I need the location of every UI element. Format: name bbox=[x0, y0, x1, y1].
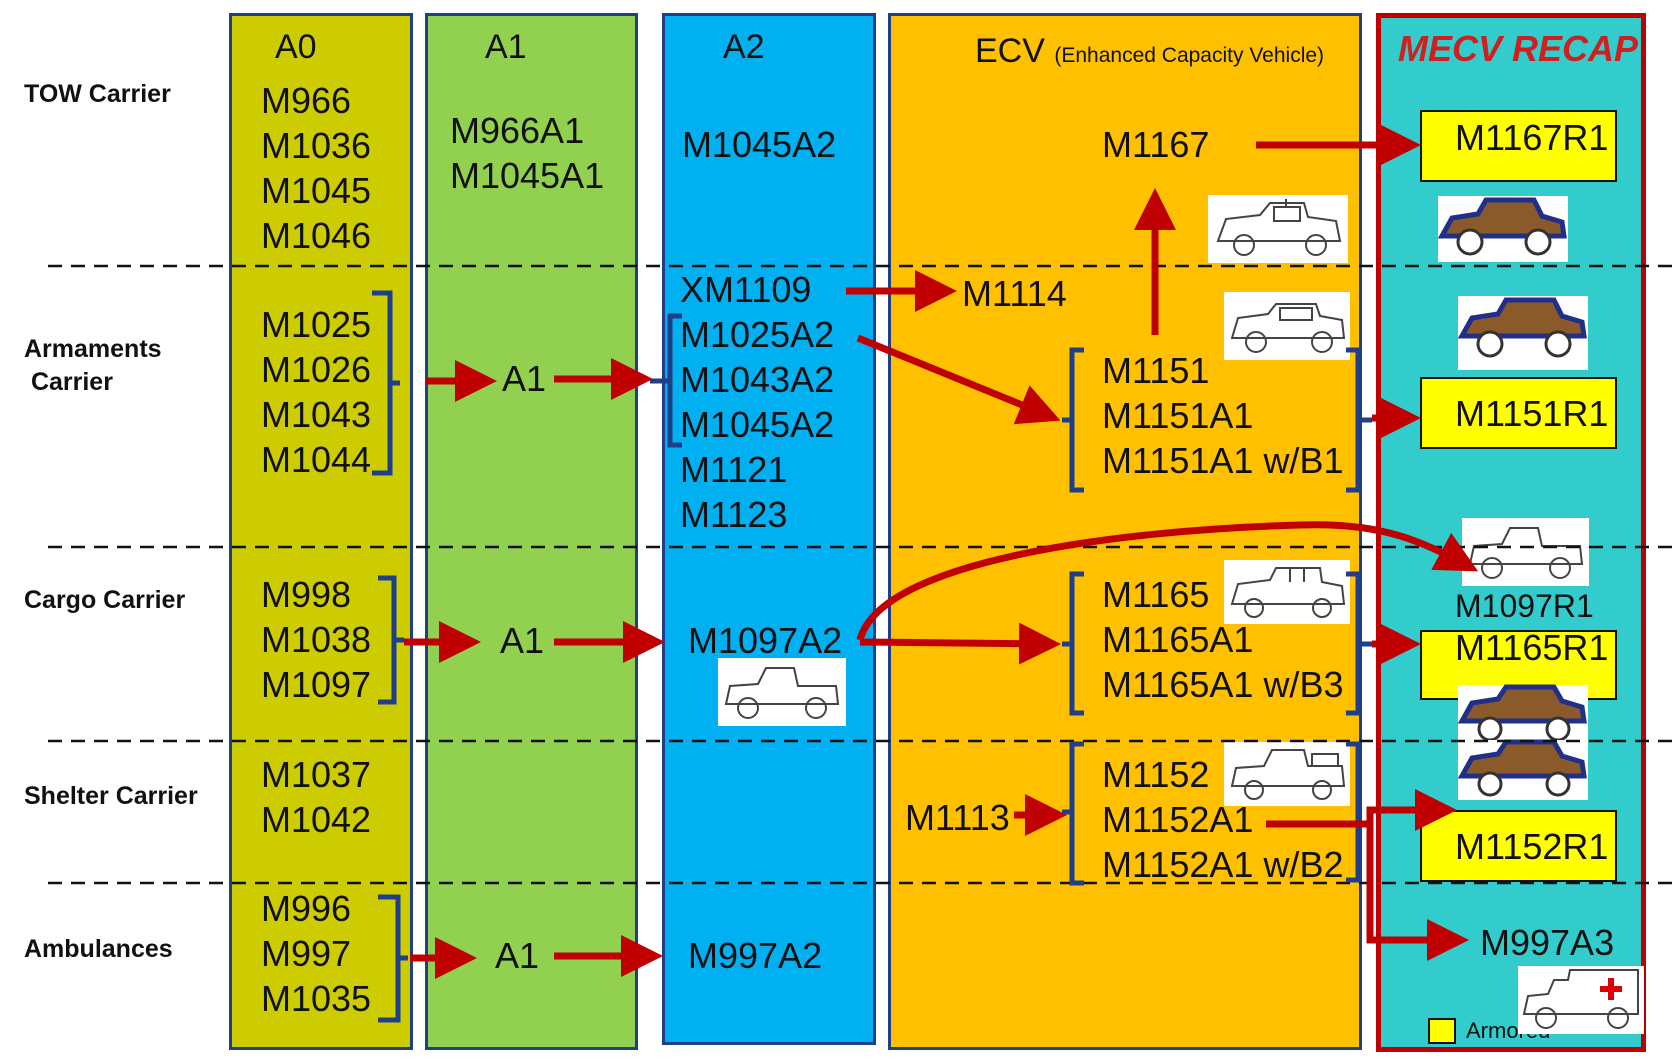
armored-box-m1167r1 bbox=[1420, 110, 1617, 182]
ambulances-recap-model: M997A3 bbox=[1480, 922, 1615, 963]
vehicle-image-m1167 bbox=[1208, 195, 1348, 263]
model-label: M1151A1 bbox=[1102, 395, 1254, 436]
cargo-a0-models: M998 M1038 M1097 bbox=[261, 572, 371, 707]
model-label: M1152 bbox=[1102, 754, 1210, 795]
header-a1: A1 bbox=[485, 28, 527, 66]
row-label-ambulances: Ambulances bbox=[24, 935, 173, 963]
armaments-a0-models: M1025 M1026 M1043 M1044 bbox=[261, 302, 371, 482]
tow-a1-models: M966A1 M1045A1 bbox=[450, 108, 604, 198]
model-label: M1043 bbox=[261, 394, 372, 435]
armaments-recap-model: M1151R1 bbox=[1455, 393, 1609, 434]
model-label: M1045A2 bbox=[680, 404, 835, 445]
model-label: M1151A1 w/B1 bbox=[1102, 440, 1344, 481]
cargo-recap-model: M1165R1 bbox=[1455, 627, 1609, 668]
header-a0: A0 bbox=[275, 28, 317, 66]
vehicle-image-m1097a2 bbox=[718, 658, 846, 726]
vehicle-image-m1097r1 bbox=[1462, 518, 1589, 586]
model-label: M996 bbox=[261, 888, 352, 929]
column-a1 bbox=[425, 13, 638, 1050]
model-label: M1045 bbox=[261, 170, 372, 211]
cargo-a1-label: A1 bbox=[500, 620, 545, 661]
ambulances-a2-model: M997A2 bbox=[688, 935, 823, 976]
tow-a2-model: M1045A2 bbox=[682, 124, 837, 165]
header-ecv-subtitle: (Enhanced Capacity Vehicle) bbox=[1054, 44, 1325, 67]
vehicle-image-m1151 bbox=[1224, 292, 1350, 360]
row-label-cargo-carrier: Cargo Carrier bbox=[24, 586, 186, 614]
model-label: M1045A1 bbox=[450, 155, 605, 196]
cargo-recap-m1097r1: M1097R1 bbox=[1455, 588, 1594, 624]
row-label-tow-carrier: TOW Carrier bbox=[24, 80, 171, 108]
armaments-a1-label: A1 bbox=[502, 358, 547, 399]
vehicle-image-m997a3 bbox=[1518, 966, 1644, 1034]
row-label-armaments-carrier: Armaments Carrier bbox=[24, 335, 162, 396]
model-label: M966A1 bbox=[450, 110, 585, 151]
vehicle-image-m1165 bbox=[1224, 560, 1350, 624]
model-label: M1042 bbox=[261, 799, 372, 840]
row-label-shelter-carrier: Shelter Carrier bbox=[24, 782, 198, 810]
model-label: M998 bbox=[261, 574, 352, 615]
armored-box-m1151r1 bbox=[1420, 377, 1617, 449]
ambulances-a1-label: A1 bbox=[495, 935, 540, 976]
model-label: M1151 bbox=[1102, 350, 1210, 391]
column-a0 bbox=[229, 13, 413, 1050]
header-ecv: ECV (Enhanced Capacity Vehicle) bbox=[975, 32, 1324, 71]
model-label: M1037 bbox=[261, 754, 372, 795]
model-label: M1044 bbox=[261, 439, 372, 480]
header-a2: A2 bbox=[723, 28, 765, 66]
column-ecv bbox=[888, 13, 1362, 1050]
legend-swatch-armored bbox=[1428, 1018, 1456, 1044]
header-ecv-title: ECV bbox=[975, 32, 1045, 70]
shelter-a0-models: M1037 M1042 bbox=[261, 752, 371, 842]
column-a2 bbox=[662, 13, 876, 1045]
model-label: M1025A2 bbox=[680, 314, 835, 355]
model-label: M1097 bbox=[261, 664, 372, 705]
header-mecv-recap: MECV RECAP bbox=[1398, 28, 1639, 69]
vehicle-image-m1152 bbox=[1224, 742, 1350, 806]
model-label: M1123 bbox=[680, 494, 788, 535]
model-label: M1036 bbox=[261, 125, 372, 166]
model-label: XM1109 bbox=[680, 269, 812, 310]
model-label: M997 bbox=[261, 933, 352, 974]
armaments-ecv-models: M1151 M1151A1 M1151A1 w/B1 bbox=[1102, 348, 1343, 483]
cargo-a2-model: M1097A2 bbox=[688, 620, 843, 661]
armaments-ecv-m1114: M1114 bbox=[962, 273, 1067, 314]
model-label: M1026 bbox=[261, 349, 372, 390]
shelter-ecv-m1113: M1113 bbox=[905, 797, 1010, 838]
tow-a0-models: M966 M1036 M1045 M1046 bbox=[261, 78, 371, 258]
model-label: M1165A1 w/B3 bbox=[1102, 664, 1344, 705]
model-label: M966 bbox=[261, 80, 352, 121]
tow-recap-model: M1167R1 bbox=[1455, 117, 1609, 158]
model-label: M1121 bbox=[680, 449, 788, 490]
model-label: M1038 bbox=[261, 619, 372, 660]
model-label: M1043A2 bbox=[680, 359, 835, 400]
model-label: M1152A1 w/B2 bbox=[1102, 844, 1344, 885]
model-label: M1046 bbox=[261, 215, 372, 256]
ambulances-a0-models: M996 M997 M1035 bbox=[261, 886, 371, 1021]
model-label: M1025 bbox=[261, 304, 372, 345]
shelter-recap-model: M1152R1 bbox=[1455, 826, 1609, 867]
armaments-a2-models: XM1109 M1025A2 M1043A2 M1045A2 M1121 M11… bbox=[680, 267, 834, 537]
tow-ecv-model: M1167 bbox=[1102, 124, 1210, 165]
model-label: M1035 bbox=[261, 978, 372, 1019]
